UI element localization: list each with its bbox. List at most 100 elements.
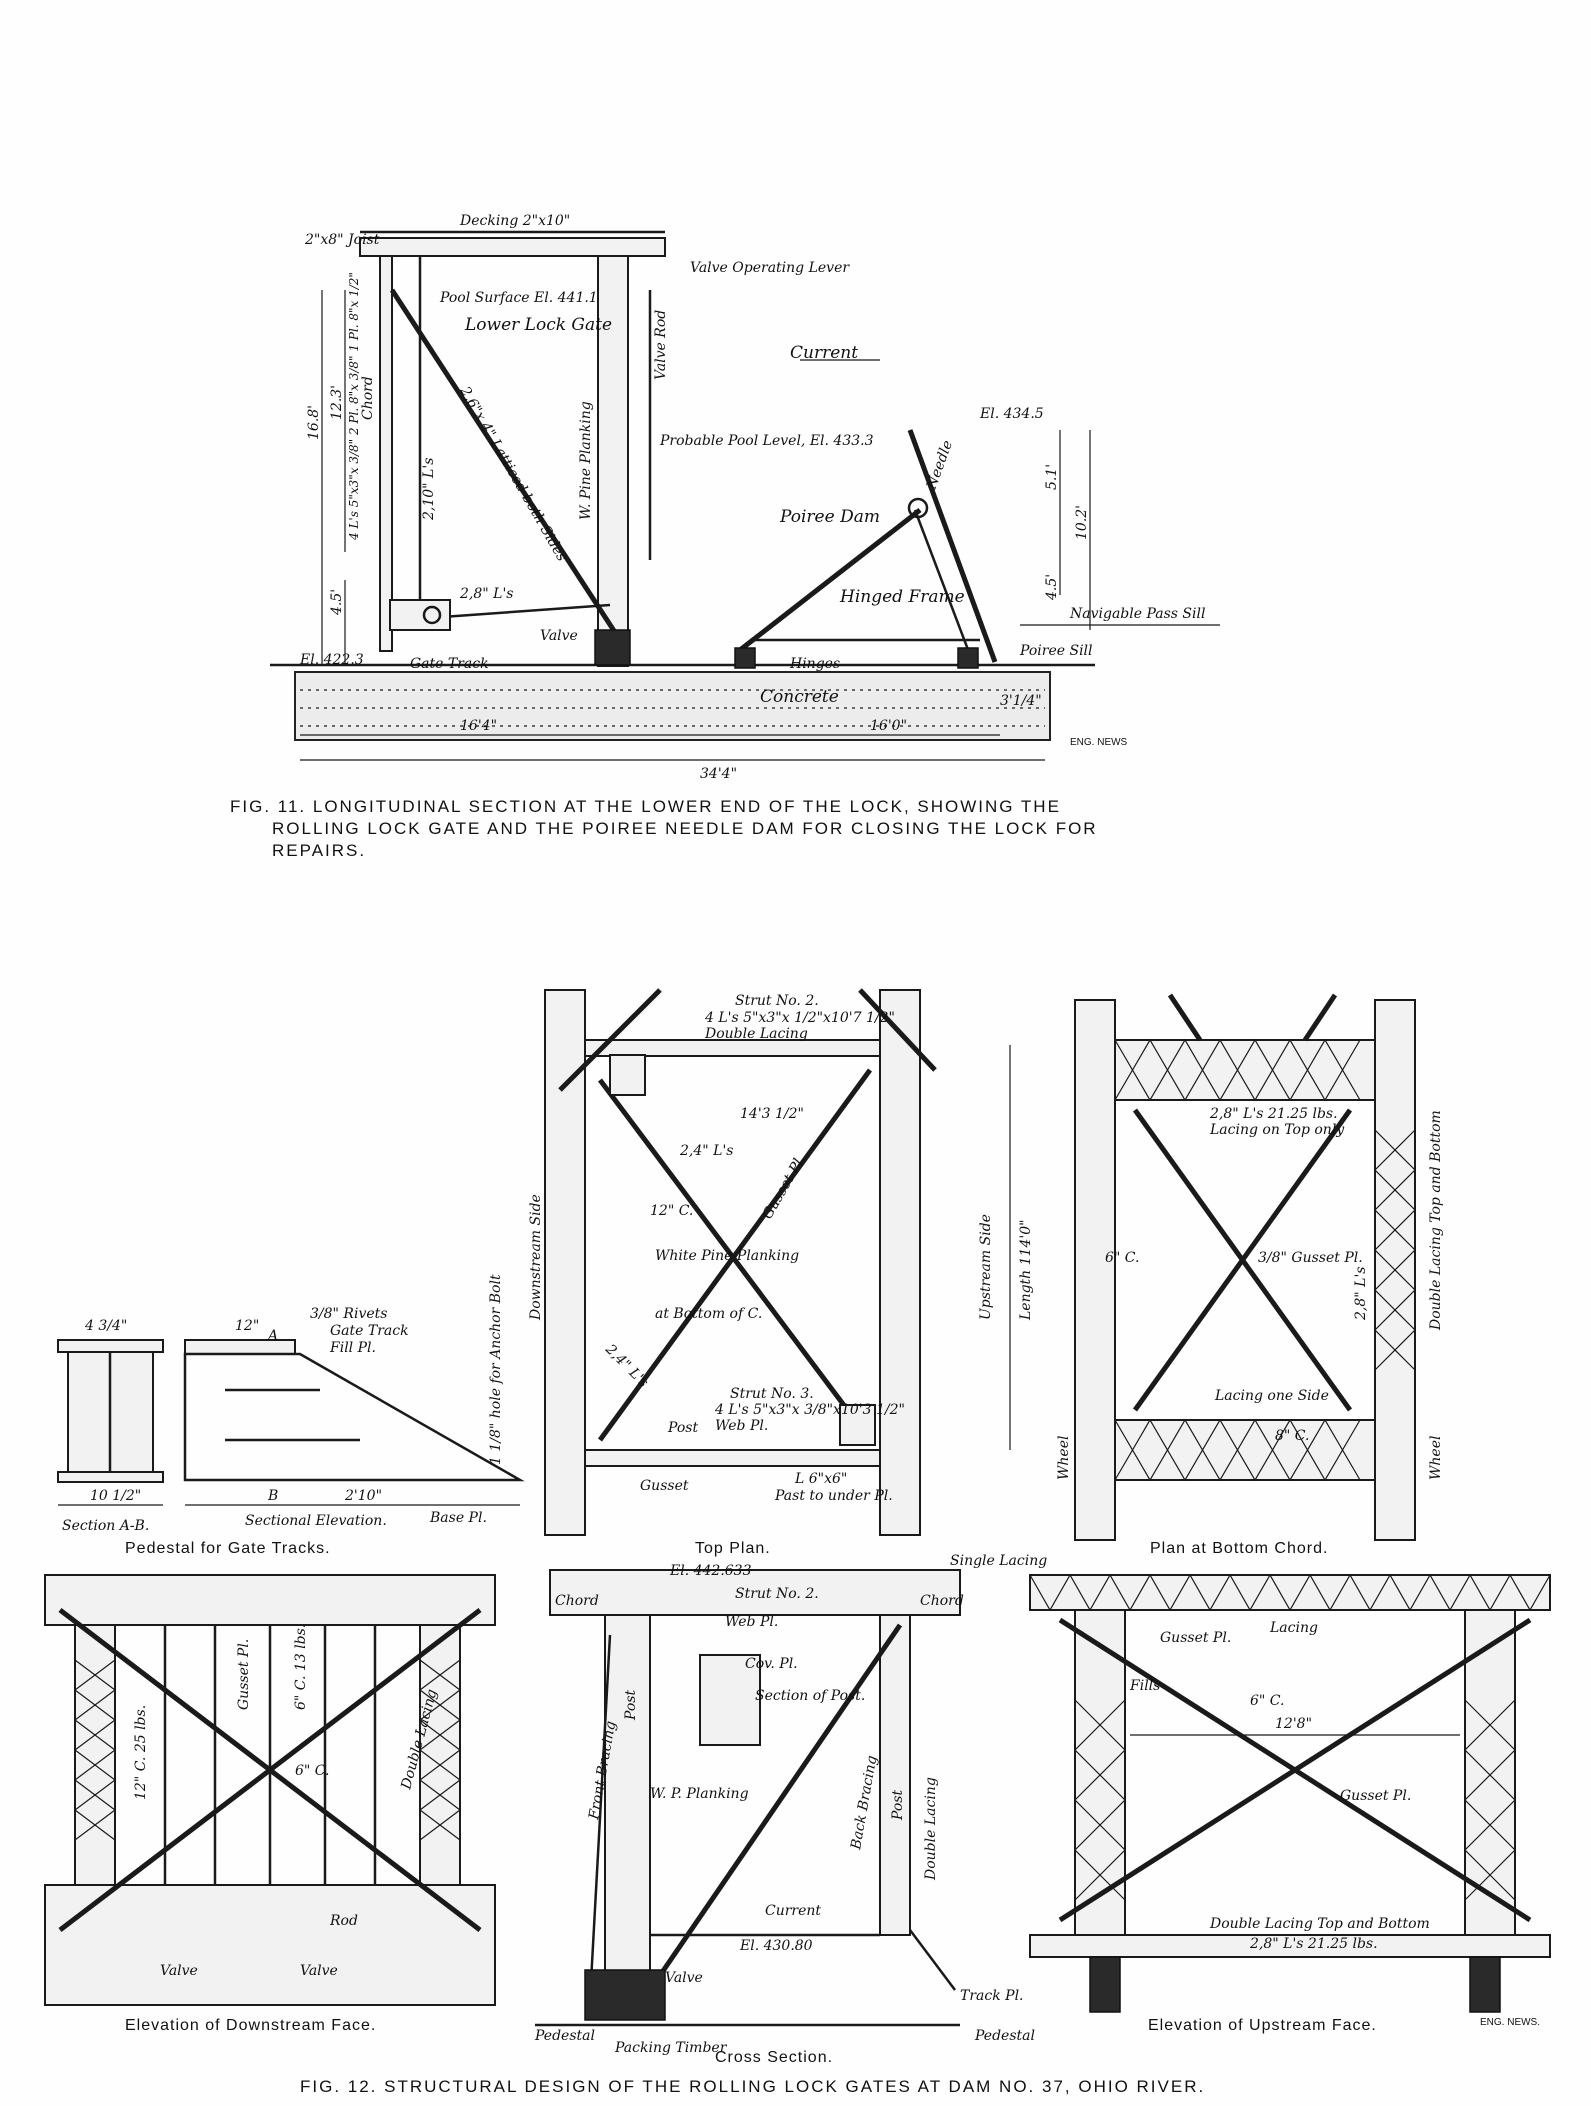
dim-16-4: 16'4"	[460, 718, 497, 734]
bc-angle28: 2,8" L's 21.25 lbs.	[1209, 1106, 1338, 1122]
angle-28-label: 2,8" L's	[459, 586, 513, 602]
pedestal-section: Section A-B.	[62, 1518, 149, 1534]
bc-c6: 6" C.	[1105, 1250, 1139, 1266]
us-fills: Fills	[1129, 1678, 1160, 1694]
concrete-base	[294, 671, 1051, 741]
us-c6: 6" C.	[1250, 1693, 1284, 1709]
bottom-chord-labels: 2,8" L's 21.25 lbs. Lacing on Top only 3…	[1056, 1106, 1444, 1557]
navigable-label: Navigable Pass Sill	[1069, 606, 1205, 622]
gate-track-label: Gate Track	[410, 656, 489, 672]
top-plan-double-lacing: Double Lacing	[704, 1026, 808, 1042]
valve-rod-label: Valve Rod	[653, 310, 669, 380]
probable-pool-label: Probable Pool Level, El. 433.3	[659, 433, 874, 449]
dim-16-8: 16.8'	[306, 405, 322, 440]
joist-label: 2"x8" Joist	[304, 232, 380, 248]
cross-section-drawing	[535, 1569, 961, 2027]
top-plan-length: Length 114'0"	[1018, 1219, 1034, 1321]
dim-16-0: 16'0"	[870, 718, 907, 734]
cs-pedestal: Pedestal	[534, 2028, 595, 2044]
el-434-label: El. 434.5	[979, 406, 1044, 422]
pedestal-drawing	[57, 1339, 525, 1506]
planking-label: W. Pine Planking	[578, 401, 594, 520]
bc-wheel-right: Wheel	[1428, 1436, 1444, 1480]
top-plan-l6: L 6"x6"	[794, 1471, 847, 1487]
hinged-frame-label: Hinged Frame	[839, 587, 965, 607]
cs-back-bracing: Back Bracing	[848, 1754, 880, 1851]
downstream-title: Elevation of Downstream Face.	[125, 2017, 376, 2034]
cs-post-right: Post	[890, 1790, 906, 1821]
us-gusset: Gusset Pl.	[1160, 1630, 1231, 1646]
us-angle: 2,8" L's 21.25 lbs.	[1249, 1936, 1378, 1952]
current-label: Current	[790, 343, 858, 363]
top-plan-title: Top Plan.	[695, 1540, 771, 1557]
us-dim: 12'8"	[1275, 1716, 1312, 1732]
cs-single-lacing: Single Lacing	[950, 1553, 1047, 1569]
needle-label: Needle	[923, 438, 956, 492]
dim-3-1-4: 3'1/4"	[1000, 693, 1042, 709]
us-gusset2: Gusset Pl.	[1340, 1788, 1411, 1804]
ds-valve-2: Valve	[300, 1963, 338, 1979]
pedestal-letter-b: B	[267, 1488, 278, 1504]
gate-diagonal-brace	[389, 288, 623, 642]
pedestal-dim-a: 4 3/4"	[84, 1318, 127, 1334]
hinges-label: Hinges	[789, 656, 840, 672]
ds-c12: 12" C. 25 lbs.	[133, 1705, 149, 1800]
cs-chord-right: Chord	[920, 1593, 964, 1609]
cs-chord-left: Chord	[555, 1593, 599, 1609]
cs-pedestal-right: Pedestal	[974, 2028, 1035, 2044]
pedestal-dim-b: 12"	[235, 1318, 259, 1334]
dim-5-1: 5.1'	[1044, 464, 1060, 490]
chord-spec-label: 4 L's 5"x3"x 3/8" 2 Pl. 8"x 3/8" 1 Pl. 8…	[347, 272, 361, 541]
fig11-caption-line1: FIG. 11. LONGITUDINAL SECTION AT THE LOW…	[230, 797, 1061, 816]
cross-section-title: Cross Section.	[715, 2049, 833, 2066]
bc-angle28b: 2,8" L's	[1353, 1267, 1369, 1321]
hinged-frame-top	[738, 508, 922, 652]
poiree-sill-label: Poiree Sill	[1019, 643, 1093, 659]
top-plan-dim: 14'3 1/2"	[740, 1106, 804, 1122]
top-plan-gusset2: Gusset	[640, 1478, 689, 1494]
pool-surface-label: Pool Surface El. 441.1	[439, 290, 598, 306]
top-plan-gusset: Gusset Pl.	[760, 1152, 809, 1222]
dim-10-2: 10.2'	[1074, 505, 1090, 540]
ds-valve-1: Valve	[160, 1963, 198, 1979]
cs-section-post: Section of Post.	[755, 1688, 865, 1704]
pedestal-rivets: 3/8" Rivets	[310, 1306, 387, 1322]
cs-current: Current	[765, 1903, 821, 1919]
fig11-drawing	[270, 230, 1220, 761]
pedestal-gate-track: Gate Track	[330, 1323, 409, 1339]
strut3-spec: 4 L's 5"x3"x 3/8"x10'3 1/2"	[714, 1402, 905, 1418]
strut2-label: Strut No. 2.	[735, 993, 819, 1009]
fig11-caption: FIG. 11. LONGITUDINAL SECTION AT THE LOW…	[230, 797, 1096, 860]
top-plan-post: Post	[667, 1420, 698, 1436]
bottom-chord-drawing	[1074, 993, 1416, 1541]
pedestal-base-pl: Base Pl.	[429, 1510, 487, 1526]
cs-web: Web Pl.	[725, 1614, 778, 1630]
bottom-chord-title: Plan at Bottom Chord.	[1150, 1540, 1328, 1557]
upstream-title: Elevation of Upstream Face.	[1148, 2017, 1377, 2034]
pedestal-title: Pedestal for Gate Tracks.	[125, 1540, 331, 1557]
cs-double-lacing: Double Lacing	[923, 1777, 939, 1881]
gate-chord	[597, 255, 629, 667]
gate-top-deck	[359, 237, 666, 257]
cs-wp: W. P. Planking	[650, 1786, 749, 1802]
dim-4-5-b: 4.5'	[1044, 574, 1060, 601]
ds-c6: 6" C. 13 lbs.	[293, 1624, 309, 1710]
valve-label: Valve	[540, 628, 578, 644]
top-plan-web: Web Pl.	[715, 1418, 768, 1434]
pedestal-letter-a: A	[266, 1328, 278, 1344]
cs-valve: Valve	[665, 1970, 703, 1986]
top-plan-bottom: at Bottom of C.	[655, 1306, 762, 1322]
angle-210-label: 2,10" L's	[421, 458, 437, 521]
pedestal-fill: Fill Pl.	[329, 1340, 376, 1356]
ds-rod: Rod	[329, 1913, 358, 1929]
cs-timber: Packing Timber	[614, 2040, 728, 2056]
upstream-side: Upstream Side	[978, 1214, 994, 1320]
strut2-spec: 4 L's 5"x3"x 1/2"x10'7 1/2"	[704, 1010, 895, 1026]
cs-el430: El. 430.80	[739, 1938, 813, 1954]
cs-track: Track Pl.	[960, 1988, 1024, 2004]
concrete-label: Concrete	[760, 687, 839, 707]
dim-12-3: 12.3'	[329, 385, 345, 420]
us-lacing: Lacing	[1269, 1620, 1318, 1636]
us-enc: ENG. NEWS.	[1480, 2017, 1540, 2028]
